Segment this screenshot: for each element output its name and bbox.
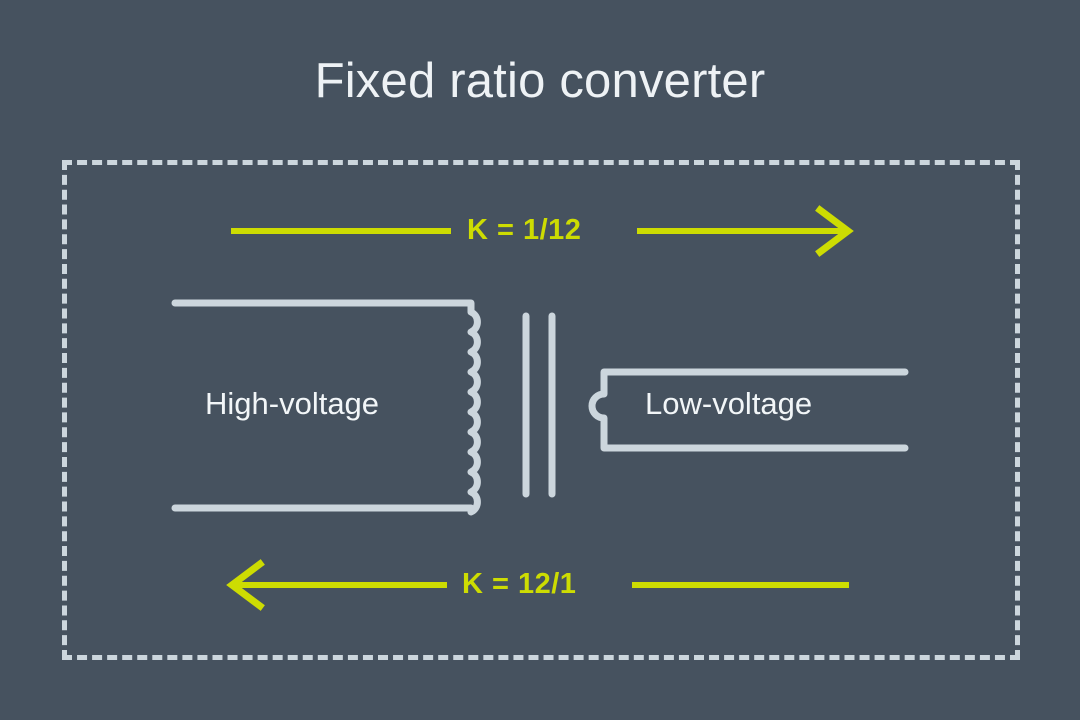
dashed-boundary [62,160,1020,660]
top-arrowhead-icon [815,205,854,257]
high-voltage-coil-path [171,299,481,516]
bottom-arrowhead-icon [226,559,265,611]
bottom-ratio-label: K = 12/1 [462,568,577,600]
top-ratio-arrow [231,205,854,257]
low-voltage-label: Low-voltage [645,386,813,421]
high-voltage-label: High-voltage [205,386,380,421]
low-voltage-coil-path [588,368,909,452]
high-voltage-winding [171,299,481,516]
core-laminations [522,312,556,498]
top-ratio-label: K = 1/12 [467,214,582,246]
page-title: Fixed ratio converter [314,54,766,108]
bottom-ratio-arrow [226,559,849,611]
low-voltage-winding [588,368,909,452]
